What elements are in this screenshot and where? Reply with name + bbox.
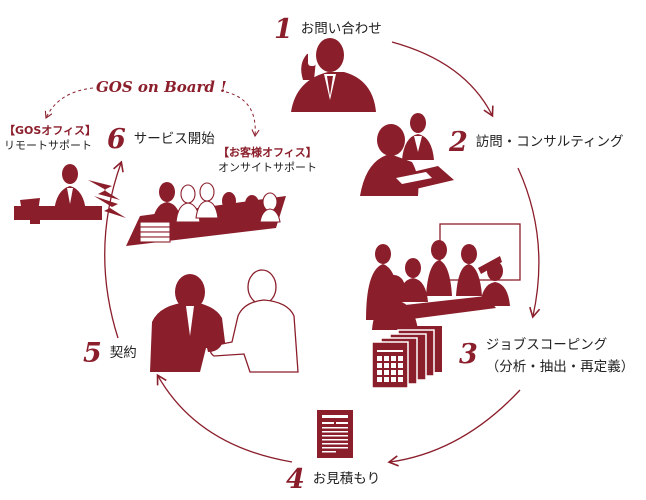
step-3-label: ジョブスコーピング [485,337,608,353]
step-2-label: 訪問・コンサルティング [475,133,624,150]
remote-support-icon [14,164,102,224]
step-5: 5 契約 [83,340,137,367]
dashed-arrow-icon [44,87,260,138]
step-3-sublabel: （分析・抽出・再定義） [485,358,635,375]
job-sheets-icon [371,326,442,389]
handshake-icon [150,269,299,373]
gos-on-board-label: GOS on Board ! [96,78,227,96]
arrow-4-to-5 [156,373,293,463]
step-6-number: 6 [107,124,126,155]
step-5-number: 5 [83,338,102,369]
step-4-label: お見積もり [312,470,381,487]
lightning-icon [88,180,126,218]
step-1-label: お問い合わせ [300,20,382,37]
step-3-number: 3 [459,339,478,370]
consulting-meeting-icon [360,113,454,196]
arrow-1-to-2 [391,41,494,118]
client-office-caption: 【お客様オフィス】 オンサイトサポート [218,146,317,176]
dashed-arrow-right [225,91,260,138]
client-office-text: オンサイトサポート [218,160,317,174]
arrow-3-to-4 [387,389,521,467]
step-3: 3 ジョブスコーピング （分析・抽出・再定義） [459,337,634,375]
step-4-number: 4 [286,464,305,495]
client-office-heading: 【お客様オフィス】 [218,146,317,159]
dashed-arrow-left [44,87,94,119]
step-1-number: 1 [274,14,293,45]
gos-office-caption: 【GOSオフィス】 リモートサポート [4,124,96,154]
onsite-support-icon [126,182,286,246]
phone-call-icon [291,38,376,112]
step-2: 2 訪問・コンサルティング [449,129,624,156]
step-4: 4 お見積もり [286,466,380,493]
cycle-arrow-icon [104,41,541,467]
gos-office-heading: 【GOSオフィス】 [4,124,97,137]
step-2-number: 2 [449,127,468,158]
gos-office-text: リモートサポート [4,138,92,152]
step-1: 1 お問い合わせ [274,16,382,43]
arrow-2-to-3 [517,167,541,319]
presentation-meeting-icon [366,223,521,330]
step-6: 6 サービス開始 [107,126,215,153]
arrow-5-to-6 [104,160,124,339]
step-5-label: 契約 [109,344,137,361]
step-6-label: サービス開始 [133,130,215,147]
estimate-document-icon [317,410,353,458]
